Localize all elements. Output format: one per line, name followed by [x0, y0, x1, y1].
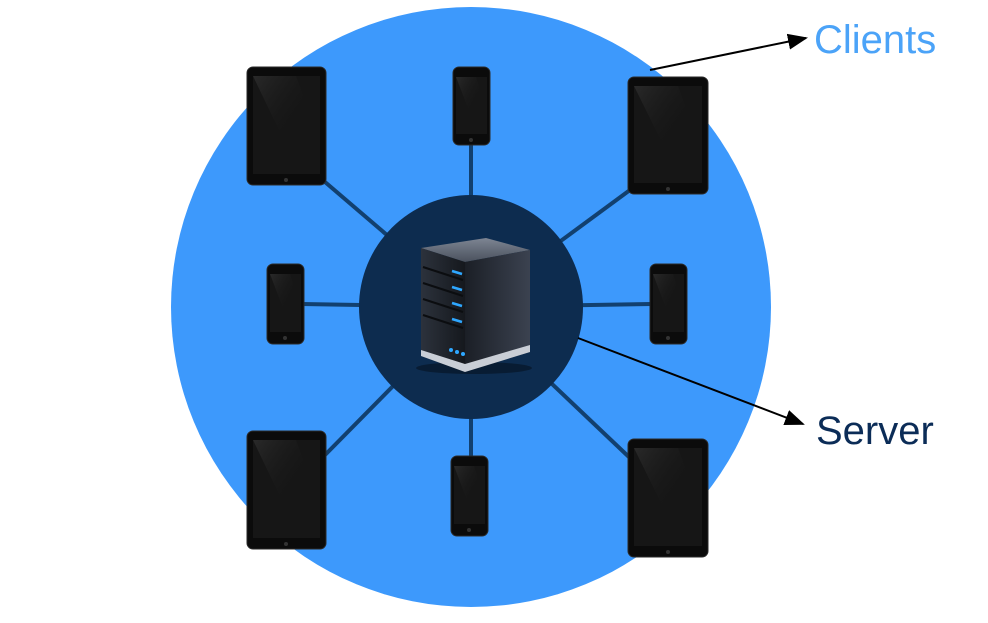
- smartphone-icon: [450, 455, 489, 537]
- tablet-icon: [246, 430, 327, 550]
- tablet-icon: [246, 66, 327, 186]
- clients-arrow: [649, 33, 808, 71]
- smartphone-icon: [452, 66, 491, 146]
- smartphone-icon: [266, 263, 305, 345]
- clients-label: Clients: [814, 18, 937, 62]
- smartphone-icon: [649, 263, 688, 345]
- tablet-icon: [627, 76, 709, 195]
- tablet-icon: [627, 438, 709, 558]
- server-rack-icon: [416, 238, 532, 374]
- server-arrow: [577, 337, 805, 426]
- server-label: Server: [816, 409, 934, 453]
